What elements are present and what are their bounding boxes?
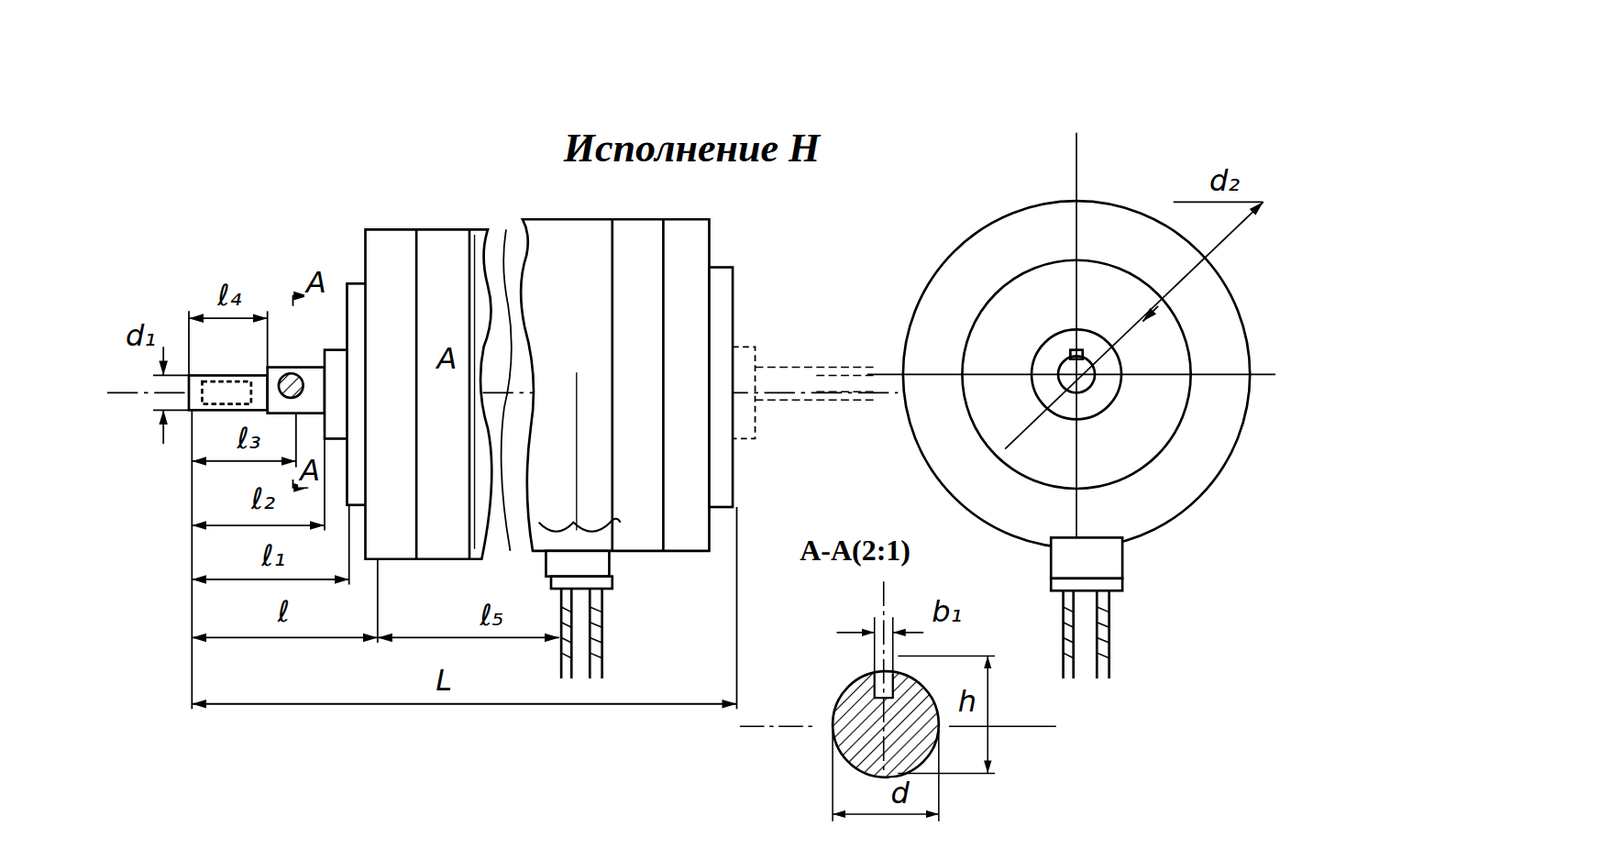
dimension-label: d₁ xyxy=(123,320,158,354)
dimension-label: ℓ₄ xyxy=(215,279,243,312)
dimension-label: ℓ₂ xyxy=(249,484,277,517)
dimension-label: b₁ xyxy=(929,595,964,629)
section-title: A-A(2:1) xyxy=(797,534,913,567)
dimension-label: ℓ₅ xyxy=(477,600,506,633)
dimension-label: h xyxy=(956,685,979,718)
dimension-label: L xyxy=(433,665,454,698)
section-mark: A xyxy=(297,455,322,488)
dimension-label: ℓ xyxy=(275,595,292,629)
dimension-label: d₂ xyxy=(1207,165,1242,198)
section-mark: A xyxy=(304,267,329,300)
dimension-label: ℓ₁ xyxy=(259,540,287,573)
view-label: A xyxy=(434,342,459,376)
dimension-label: d xyxy=(888,777,911,810)
dimension-label: ℓ₃ xyxy=(235,422,264,455)
drawing-title: Исполнение Н xyxy=(563,124,820,172)
